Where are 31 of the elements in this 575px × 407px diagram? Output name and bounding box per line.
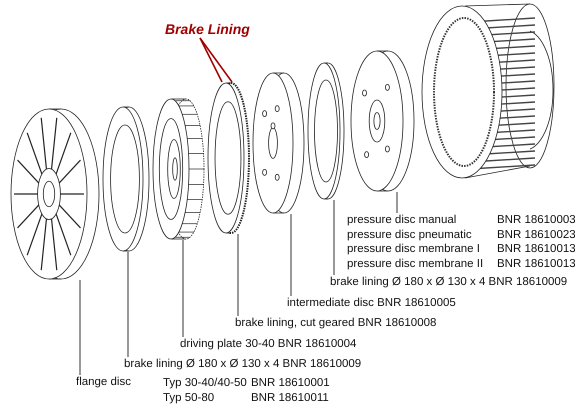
- part-label: brake lining Ø 180 x Ø 130 x 4 BNR 18610009: [330, 275, 568, 289]
- part-label: BNR 18610003: [497, 213, 575, 227]
- part-label: BNR 18610013: [497, 256, 575, 270]
- part-label: pressure disc pneumatic: [347, 228, 473, 242]
- part-label: intermediate disc BNR 18610005: [287, 296, 456, 310]
- part-label: Typ 50-80: [163, 390, 216, 404]
- pressure-disc-drawing: [350, 50, 415, 192]
- part-label: BNR 18610023: [497, 228, 575, 242]
- part-label: BNR 18610013: [497, 242, 575, 256]
- leader-line: [199, 38, 223, 82]
- intermediate-disc-drawing: [252, 72, 305, 214]
- leader-line: [182, 240, 184, 338]
- driving-plate-drawing: [152, 98, 205, 240]
- part-label: pressure disc membrane II: [347, 256, 484, 270]
- part-label: driving plate 30-40 BNR 18610004: [180, 337, 356, 351]
- flange-disc-drawing: [10, 108, 100, 280]
- brake-lining-drawing: [102, 106, 150, 252]
- part-label: BNR 18610001: [251, 376, 330, 390]
- leader-line: [396, 192, 398, 214]
- leader-line: [290, 214, 292, 296]
- part-label: BNR 18610011: [251, 390, 330, 404]
- geared-brake-lining-drawing: [207, 82, 250, 234]
- part-label: brake lining Ø 180 x Ø 130 x 4 BNR 18610009: [124, 357, 362, 371]
- part-label: brake lining, cut geared BNR 18610008: [235, 316, 436, 330]
- brake-lining-drawing: [307, 62, 345, 200]
- part-label: pressure disc manual: [347, 213, 458, 227]
- part-label: flange disc: [76, 375, 131, 389]
- part-label: Typ 30-40/40-50: [163, 376, 248, 390]
- callout-title: Brake Lining: [165, 20, 250, 38]
- part-label: pressure disc membrane I: [347, 242, 481, 256]
- leader-line: [199, 38, 233, 82]
